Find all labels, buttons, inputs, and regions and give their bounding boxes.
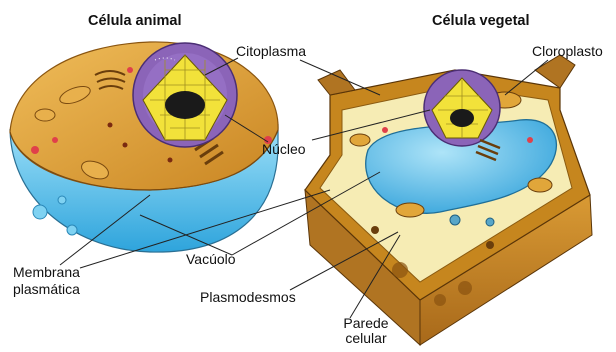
animal-nucleus: [133, 43, 237, 147]
label-parede-line2: celular: [336, 331, 396, 346]
label-nucleo: Núcleo: [262, 142, 306, 157]
label-membrana-line1: Membrana: [13, 265, 80, 280]
plant-cell: [305, 55, 592, 345]
title-plant-cell: Célula vegetal: [432, 14, 530, 29]
animal-cell: [10, 42, 278, 252]
title-animal-cell: Célula animal: [88, 14, 181, 29]
label-membrana-line2: plasmática: [13, 282, 80, 297]
label-citoplasma: Citoplasma: [236, 44, 306, 59]
label-plasmodesmos: Plasmodesmos: [200, 290, 296, 305]
label-cloroplasto: Cloroplasto: [532, 44, 603, 59]
label-parede-line1: Parede: [336, 316, 396, 331]
plant-nucleus: [424, 70, 500, 146]
label-vacuolo: Vacúolo: [186, 252, 236, 267]
